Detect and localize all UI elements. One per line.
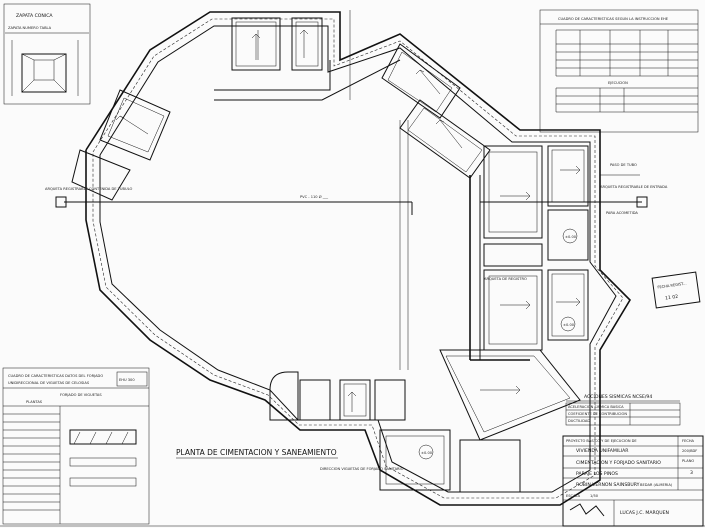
tb-scale: 1/50 <box>590 494 599 498</box>
level-symbol-2: ±0.00 <box>563 323 575 327</box>
ehe-table-title: CUADRO DE CARACTERISTICAS SEGUN LA INSTR… <box>558 17 669 21</box>
zapata-detail: ZAPATA CONICA ZAPATA NUMERO TABLA <box>3 3 91 105</box>
level-symbols: ±0.00 ±0.00 ±0.00 <box>418 228 578 460</box>
stamp-line-2: 11 02 <box>665 294 679 302</box>
right-manhole <box>636 196 648 208</box>
tb-plano-label: PLANO <box>682 459 694 463</box>
registry-stamp: FECHA REGIST... 11 02 <box>651 271 701 309</box>
right-note-label: PASO DE TUBO <box>610 163 637 167</box>
tb-sheet-no: 3 <box>690 470 693 476</box>
tb-location: PARAJE LOS PINOS <box>576 471 618 477</box>
seismic-row-3: DUCTILIDAD <box>568 419 590 423</box>
signature-mark <box>569 503 605 517</box>
drawing-title: PLANTA DE CIMENTACION Y SANEAMIENTO <box>176 448 337 457</box>
center-note: DIRECCION VIGUETAS DE FORJADO SANITARIO <box>320 467 404 471</box>
inner-label: ARQUETA DE REGISTRO <box>484 277 527 281</box>
module-cells <box>71 17 589 493</box>
seismic-row-1: ACELERACION SISMICA BASICA <box>568 405 624 409</box>
zapata-section <box>21 53 67 93</box>
tb-content: CIMENTACION Y FORJADO SANITARIO <box>576 460 661 466</box>
left-external-label: ARQUETA REGISTRABLE CONTENIDA DE TUBULO <box>45 187 133 191</box>
joist-direction-symbols <box>115 29 581 412</box>
stamp-line-1: FECHA REGIST... <box>657 282 687 290</box>
forjado-code: EHU 300 <box>119 378 135 382</box>
seismic-row-2: COEFICIENTE DE CONTRIBUCION <box>568 412 627 416</box>
tb-date: 200/BDF <box>682 449 697 453</box>
level-symbol-1: ±0.00 <box>565 235 577 239</box>
right-external-label: ARQUETA REGISTRABLE DE ENTRADA <box>600 185 668 189</box>
level-symbol-3: ±0.00 <box>421 451 433 455</box>
title-block: PROYECTO BASICO Y DE EJECUCION DE VIVIEN… <box>562 435 704 527</box>
forjado-subsection: PLANTAS <box>26 400 43 404</box>
left-manhole <box>55 196 67 208</box>
forjado-section: FORJADO DE VIGUETAS <box>60 393 102 397</box>
ehe-section-title: EJECUCION <box>608 81 628 85</box>
tb-escala-label: ESCALA <box>566 494 581 498</box>
tb-owner: ROBIN VERNON SAINSBURY <box>576 482 640 488</box>
zapata-frame <box>3 3 91 105</box>
tb-fecha-label: FECHA <box>682 439 695 443</box>
tb-town: BEDAR (ALMERIA) <box>640 483 673 487</box>
ehe-characteristics-table: CUADRO DE CARACTERISTICAS SEGUN LA INSTR… <box>539 9 699 133</box>
forjado-title-1: CUADRO DE CARACTERISTICAS DATOS DEL FORJ… <box>8 374 103 378</box>
right-pipe-label: PARA ACOMETIDA <box>606 211 638 215</box>
forjado-title-2: UNIDIRECCIONAL DE VIGUETAS DE CELOSIAS <box>8 381 90 385</box>
zapata-subtitle: ZAPATA NUMERO TABLA <box>8 26 52 30</box>
tb-author: LUCAS J.C. MARQUEN <box>620 510 669 516</box>
tb-project: VIVIENDA UNIFAMILIAR <box>576 448 629 454</box>
pipe-label: PVC - 110 Ø ___ <box>300 194 328 199</box>
seismic-title: ACCIONES SISMICAS NCSE/94 <box>584 394 652 400</box>
seismic-table: ACCIONES SISMICAS NCSE/94 ACELERACION SI… <box>565 394 681 426</box>
sanitation-pipes: ARQUETA REGISTRABLE CONTENIDA DE TUBULO … <box>45 10 668 370</box>
zapata-title: ZAPATA CONICA <box>16 13 53 19</box>
forjado-table: CUADRO DE CARACTERISTICAS DATOS DEL FORJ… <box>2 367 150 525</box>
tb-project-label: PROYECTO BASICO Y DE EJECUCION DE <box>566 439 637 443</box>
